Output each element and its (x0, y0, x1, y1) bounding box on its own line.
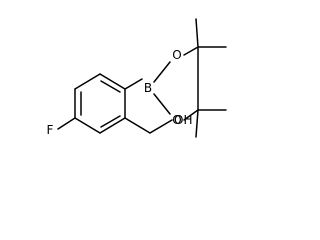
ring-bond (99, 117, 126, 134)
oxygen-top-carbon-bond (183, 46, 199, 56)
oxygen-bottom-carbon-bond (183, 109, 199, 121)
oxygen-top-label: O (172, 48, 181, 62)
boron-label: B (144, 81, 152, 95)
ring-bond (99, 73, 126, 90)
ch2-to-oh-bond (149, 119, 173, 134)
structure-canvas: F B O O OH (47, 18, 227, 138)
methyl-bond (195, 18, 199, 48)
ring-bond (74, 117, 101, 134)
hydroxyl-label: OH (174, 113, 192, 127)
ring-to-ch2-bond (124, 117, 151, 134)
ring-to-boron-bond (124, 78, 143, 90)
chemical-structure: F B O O OH (47, 18, 227, 138)
boron-oxygen-top-bond (153, 61, 171, 83)
oxygen-bottom-label: O (172, 113, 181, 127)
ring-bond (74, 73, 101, 90)
fluorine-bond (57, 117, 76, 130)
methyl-bond (195, 109, 199, 138)
ring-double-bond (100, 80, 121, 93)
boron-oxygen-bottom-bond (153, 93, 171, 115)
ring-double-bond (100, 115, 121, 128)
fluorine-label: F (47, 123, 54, 137)
